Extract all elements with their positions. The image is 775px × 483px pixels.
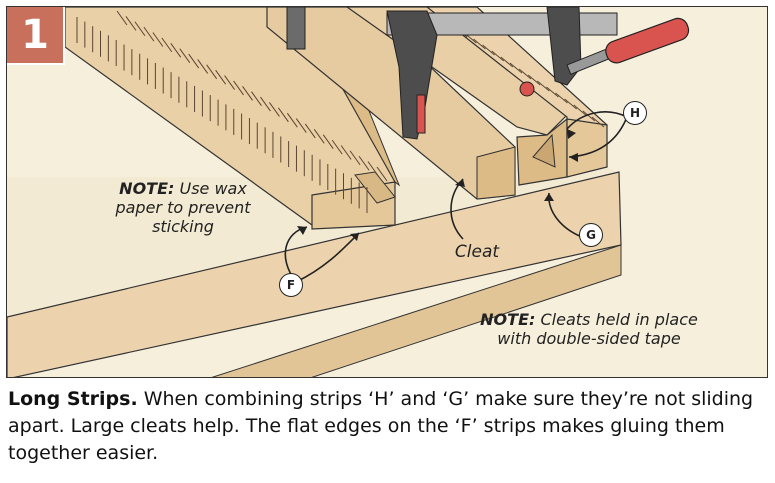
step-number-badge: 1 xyxy=(7,7,65,65)
cleat xyxy=(266,7,516,200)
caption-lead: Long Strips. xyxy=(8,388,138,410)
figure-caption: Long Strips. When combining strips ‘H’ a… xyxy=(8,386,768,467)
note-wax-paper: NOTE: Use wax paper to prevent sticking xyxy=(103,179,263,236)
note-cleats-text: Cleats held in place with double-sided t… xyxy=(497,310,698,348)
note-wax-prefix: NOTE: xyxy=(119,179,175,198)
tag-h: H xyxy=(623,101,647,125)
leader-arrowheads xyxy=(297,129,578,241)
note-cleats-prefix: NOTE: xyxy=(480,310,536,329)
bar-clamp xyxy=(286,7,690,140)
note-wax-text: Use wax paper to prevent sticking xyxy=(115,179,251,236)
caption-body: When combining strips ‘H’ and ‘G’ make s… xyxy=(8,388,754,464)
tag-g: G xyxy=(579,223,603,247)
illustration-panel: 1 NOTE: Use wax paper to prevent stickin… xyxy=(6,6,768,378)
strip-f-grain xyxy=(76,10,388,213)
cleat-label: Cleat xyxy=(454,242,500,262)
base-board-top xyxy=(7,167,617,317)
woodworking-illustration xyxy=(7,7,690,377)
base-board-front xyxy=(211,244,622,377)
tag-f: F xyxy=(279,273,303,297)
note-cleats-tape: NOTE: Cleats held in place with double-s… xyxy=(469,310,709,348)
